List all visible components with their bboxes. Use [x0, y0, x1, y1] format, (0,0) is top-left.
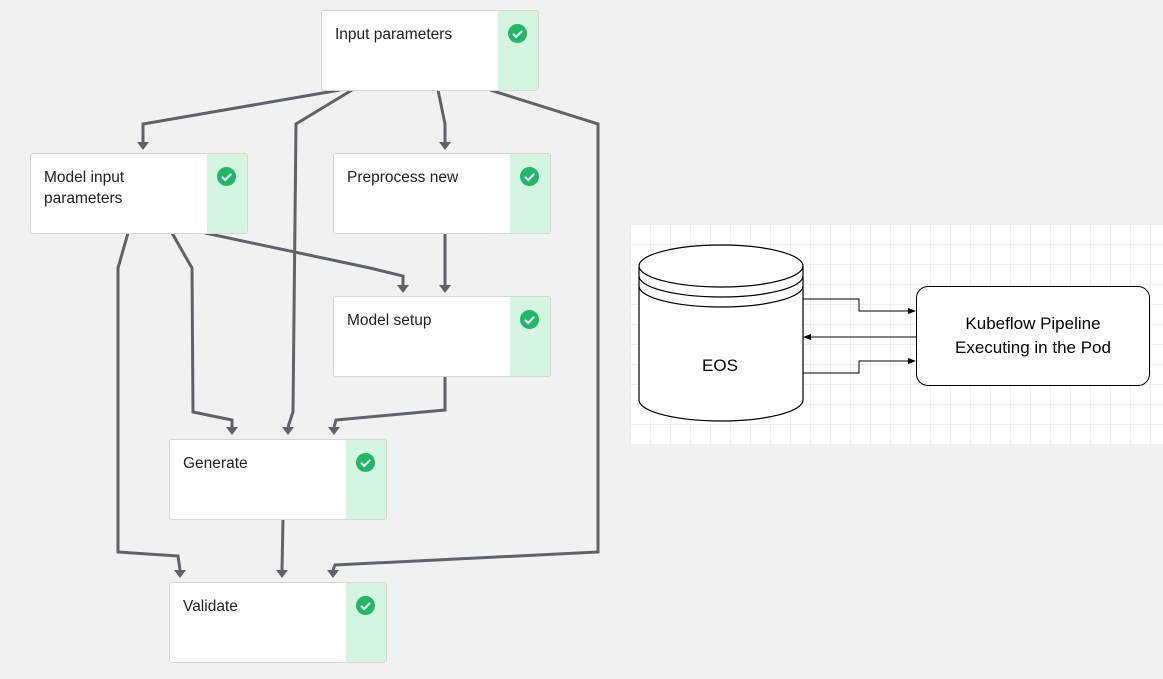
edge-input-to-preprocess — [436, 89, 447, 143]
node-label: Input parameters — [335, 26, 453, 43]
storage-cylinder-icon — [638, 266, 804, 422]
edge-input-to-generate — [286, 88, 353, 428]
node-validate[interactable]: Validate — [169, 582, 387, 663]
node-status-bar — [510, 297, 550, 376]
node-model-setup[interactable]: Model setup — [333, 296, 551, 377]
node-label: Validate — [183, 598, 238, 615]
arrowhead — [327, 570, 339, 578]
arrowhead — [276, 570, 288, 578]
check-circle-icon — [356, 596, 375, 615]
arrowhead — [439, 285, 451, 293]
cylinder-ring — [638, 285, 804, 308]
kubeflow-pod-box: Kubeflow Pipeline Executing in the Pod — [916, 286, 1150, 386]
node-status-bar — [346, 583, 386, 662]
check-circle-icon — [356, 453, 375, 472]
check-circle-icon — [520, 310, 539, 329]
node-status-bar — [207, 154, 247, 233]
pipeline-edges — [116, 88, 600, 578]
arrowhead — [908, 358, 916, 364]
node-preprocess-new[interactable]: Preprocess new — [333, 153, 551, 234]
arrowhead — [397, 285, 409, 293]
cylinder-ring — [638, 275, 804, 298]
check-circle-icon — [508, 24, 527, 43]
edge-input-to-model-input — [141, 88, 341, 143]
architecture-shapes — [638, 244, 916, 422]
node-status-bar — [510, 154, 550, 233]
connector-eos-to-pod — [803, 298, 909, 312]
check-circle-icon — [520, 167, 539, 186]
node-label: Generate — [183, 455, 248, 472]
arrowhead — [908, 308, 916, 314]
node-model-input-parameters[interactable]: Model input parameters — [30, 153, 248, 234]
node-label: Model setup — [347, 312, 432, 329]
node-generate[interactable]: Generate — [169, 439, 387, 520]
node-label: Model input parameters — [44, 169, 125, 207]
node-input-parameters[interactable]: Input parameters — [321, 10, 539, 91]
edge-model-input-to-generate — [170, 232, 234, 427]
arrowhead — [137, 142, 149, 150]
node-status-bar — [498, 11, 538, 90]
edge-input-to-validate — [331, 88, 600, 571]
arrowhead — [174, 570, 186, 578]
edge-model-input-to-validate — [116, 232, 182, 571]
arrowhead — [328, 427, 340, 435]
eos-label: EOS — [702, 356, 738, 375]
cylinder-top — [638, 244, 804, 288]
kubeflow-pod-label: Kubeflow Pipeline Executing in the Pod — [955, 312, 1111, 360]
connector-eos-to-pod — [803, 360, 909, 374]
kubeflow-pod-label-line: Kubeflow Pipeline — [965, 314, 1101, 333]
arrowhead — [282, 427, 294, 435]
edge-model-setup-to-generate — [332, 376, 447, 428]
architecture-diagram: EOS Kubeflow Pipeline Executing in the P… — [630, 224, 1163, 444]
arrowhead — [226, 427, 238, 435]
node-label: Preprocess new — [347, 169, 459, 186]
check-circle-icon — [217, 167, 236, 186]
kubeflow-pod-label-line: Executing in the Pod — [955, 338, 1111, 357]
edge-generate-to-validate — [280, 518, 285, 571]
edge-model-input-to-model-setup — [204, 231, 405, 286]
arrowhead — [803, 334, 811, 340]
arrowhead — [439, 142, 451, 150]
node-status-bar — [346, 440, 386, 519]
